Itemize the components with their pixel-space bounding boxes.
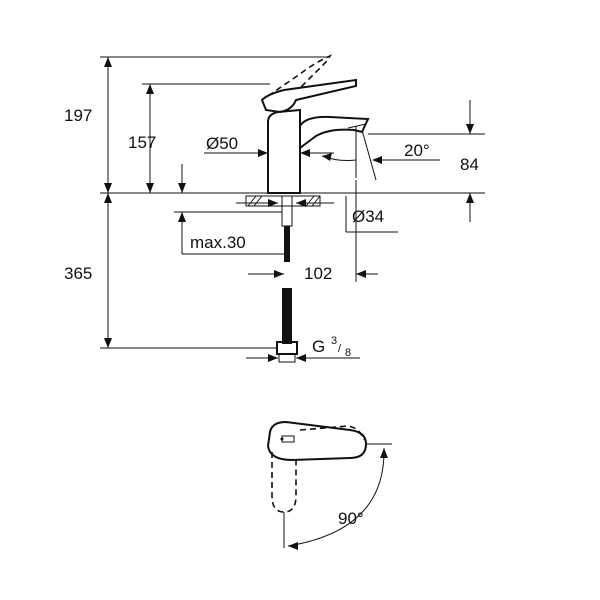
dim-connection: G 3 / 8 — [246, 335, 360, 362]
top-handle — [266, 420, 368, 462]
spout-reach-label: 102 — [304, 264, 332, 283]
shank — [281, 195, 293, 227]
top-outlet — [281, 435, 295, 443]
dim-max-thickness: max.30 — [174, 164, 286, 255]
dim-84: 84 — [368, 100, 485, 222]
dim-157: 157 — [128, 83, 270, 193]
rotation-angle-label: 90° — [338, 509, 364, 528]
max-thickness-label: max.30 — [190, 233, 246, 252]
dim-spout-angle: 20° — [321, 126, 440, 181]
hose-length-label: 365 — [64, 264, 92, 283]
body-diameter-label: Ø50 — [206, 134, 238, 153]
mounting-plate — [245, 195, 321, 207]
dim-rotation-angle: 90° — [283, 443, 392, 550]
hose — [284, 226, 290, 262]
dim-spout-reach: 102 — [248, 180, 378, 283]
connection-denominator-label: 8 — [345, 347, 351, 359]
lever-handle — [260, 78, 357, 114]
hose-lower — [282, 288, 292, 344]
spout-angle-label: 20° — [404, 141, 430, 160]
shank-diameter-label: Ø34 — [352, 207, 384, 226]
connection-prefix-label: G — [312, 337, 325, 356]
side-view: 197 157 365 Ø50 — [64, 54, 485, 363]
top-handle-open — [271, 452, 297, 513]
height-spout-label: 157 — [128, 133, 156, 152]
dim-365: 365 — [64, 193, 278, 349]
top-view: 90° — [266, 420, 392, 550]
faucet-body — [267, 108, 301, 194]
connection-numerator-label: 3 — [331, 335, 337, 347]
lever-handle-open — [267, 54, 333, 97]
svg-text:/: / — [338, 343, 342, 355]
height-total-label: 197 — [64, 106, 92, 125]
faucet-spout — [299, 115, 370, 149]
dim-body-diameter: Ø50 — [204, 134, 334, 157]
dim-197: 197 — [64, 56, 330, 193]
spout-height-label: 84 — [460, 155, 479, 174]
dim-shank-diameter: Ø34 — [236, 196, 398, 233]
